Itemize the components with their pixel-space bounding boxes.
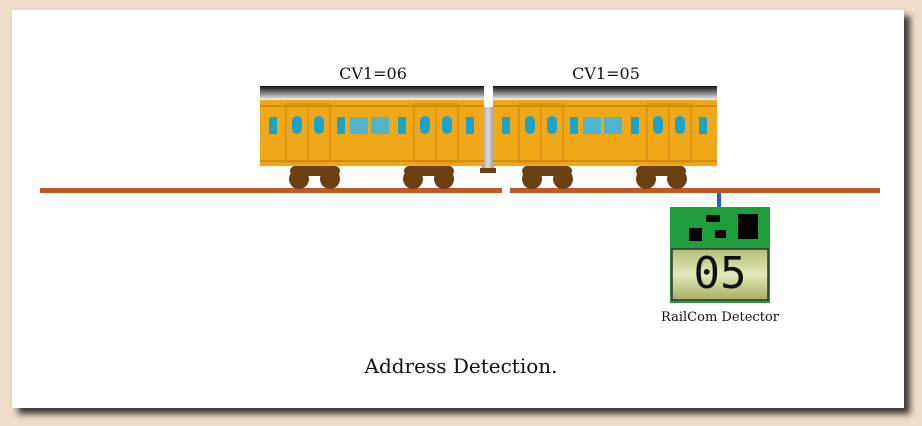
- detector-display-value: 05: [693, 248, 747, 299]
- train-car-1: [259, 85, 485, 167]
- rail-right: [510, 188, 880, 193]
- wheels: [289, 166, 687, 189]
- detector-wire: [717, 193, 721, 209]
- railcom-detector: [670, 207, 770, 303]
- car-2-cv-label: CV1=05: [572, 64, 640, 83]
- rail-left: [40, 188, 502, 193]
- detector-label: RailCom Detector: [661, 310, 779, 325]
- car-1-cv-label: CV1=06: [339, 64, 407, 83]
- coupler: [480, 168, 496, 173]
- diagram-caption: Address Detection.: [364, 354, 558, 378]
- car-gangway: [482, 107, 494, 171]
- detector-lcd: [671, 248, 769, 301]
- train-car-2: [492, 85, 718, 167]
